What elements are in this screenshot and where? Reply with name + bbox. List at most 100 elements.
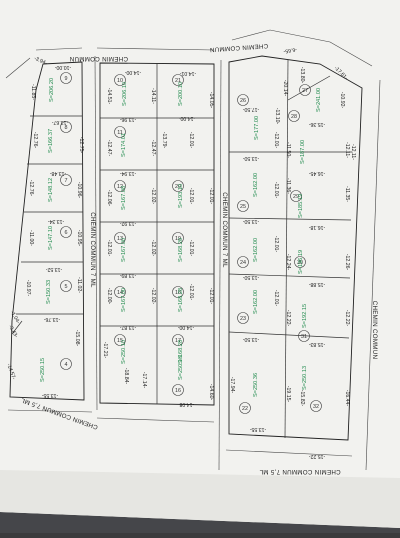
road-line	[218, 59, 222, 471]
dimension-label: -12.75-	[78, 137, 84, 154]
lot: 11S=174.01	[114, 126, 127, 157]
lot: 14S=167.00	[114, 286, 127, 312]
lot-number: 11	[117, 130, 123, 136]
dimension-label: -13.48-	[50, 170, 67, 176]
dimension-label: -11.02-	[76, 277, 82, 293]
block-middle	[96, 47, 222, 471]
lot: 8S=166.37	[48, 121, 72, 153]
dimension-label: -14.51-	[106, 88, 112, 105]
lot-number: 17	[175, 338, 181, 344]
dimension-label: -17.50-	[243, 106, 260, 112]
lot-area: S=200.10	[178, 82, 184, 106]
lot-number-circle	[60, 280, 72, 292]
dimension-label: -17.14-	[141, 372, 147, 389]
dimension-label: -19.15-	[285, 386, 291, 403]
lot-number: 10	[117, 78, 123, 84]
lot: 20S=193.10	[172, 180, 184, 208]
lot-area: S=250.13	[178, 356, 184, 380]
lot-number: 28	[291, 114, 297, 120]
road-label-bottom-right: CHEMIN COMMUN 7,5 ML	[259, 468, 341, 475]
dimension-label: -14.00-	[125, 69, 142, 75]
lot-area: S=167.00	[121, 288, 127, 312]
lot-line	[228, 273, 351, 279]
lot-number-circle	[172, 334, 184, 346]
dimension-label: -13.50-	[243, 218, 260, 224]
lot-number: 20	[175, 184, 181, 190]
lot-area: S=192.15	[302, 304, 308, 328]
lot-area: S=174.01	[121, 133, 127, 157]
lot-area: S=250.36	[253, 373, 259, 397]
lot-number: 7	[65, 178, 68, 184]
dimension-label: -13.94-	[120, 170, 137, 176]
lot-area: S=185.19	[298, 194, 304, 218]
lot-number-circle	[237, 200, 249, 212]
dimension-label: -12.01-	[273, 290, 279, 307]
dimension-label: -12.22-	[344, 310, 350, 327]
dimension-label: -12.01-	[208, 188, 214, 205]
dimension-label: -12.02-	[150, 288, 156, 305]
lot: 17S=168.28	[172, 334, 184, 364]
dimension-label: -12.47-	[150, 140, 156, 157]
road-line	[231, 29, 373, 67]
dimension-label: -10.92-	[339, 92, 345, 109]
dimension-label: -14.00-	[178, 324, 195, 330]
dimension-label: -17.21-	[102, 342, 108, 359]
lot-number: 26	[240, 98, 246, 104]
lot-number-circle	[60, 226, 72, 238]
lot: 9S=206.20	[49, 72, 72, 102]
lot-number-circle	[299, 84, 311, 96]
dimension-label: -12.24-	[285, 254, 291, 271]
lot-number-circle	[237, 312, 249, 324]
lot: 10S=206.10	[114, 74, 128, 106]
lot-number-circle	[60, 358, 72, 370]
road-line	[7, 409, 93, 413]
dimension-label: -15.36-	[309, 121, 326, 127]
dimension-label: -12.47-	[106, 140, 112, 157]
dimension-label: -15.22-	[309, 453, 326, 459]
lot-number-circle	[288, 110, 300, 122]
dimension-label: -12.01-	[188, 188, 194, 205]
dimension-label: -12.26-	[344, 254, 350, 271]
lot-number: 13	[117, 236, 123, 242]
dimension-label: -12.11-	[350, 144, 356, 160]
lot-number-circle	[114, 126, 126, 138]
lot: 5S=150.33	[46, 280, 72, 304]
dimension-label: -12.11-	[344, 142, 350, 158]
block-right-outline	[228, 55, 363, 441]
road-line	[96, 47, 215, 51]
lot-number: 18	[175, 290, 181, 296]
dimension-label: -12.02-	[150, 188, 156, 205]
lot: 27 S=241.00	[299, 84, 322, 112]
lot-area: S=166.37	[48, 129, 54, 153]
dimension-label: -16.45-	[309, 170, 326, 176]
dimension-label: -13.80-	[299, 67, 305, 84]
dimension-label: -13.50-	[243, 336, 260, 342]
lot-number-circle	[237, 94, 249, 106]
dimension-label: -18.84-	[123, 368, 129, 385]
road-label-top-right: CHEMIN COMMUN	[209, 42, 268, 53]
dimension-label: -12.01-	[188, 132, 194, 149]
lot-area: S=187.00	[300, 140, 306, 164]
dimension-label: -12.02-	[150, 240, 156, 257]
lot-area: S=241.00	[316, 88, 322, 112]
dimension-label: -20.14-	[282, 80, 288, 97]
lot-number-circle	[172, 74, 184, 86]
lot-number: 29	[293, 194, 299, 200]
lot: 13S=167.00	[114, 232, 127, 262]
dimension-label: -15.88-	[309, 281, 326, 287]
dimension-label: -12.76-	[32, 132, 38, 149]
dimension-label: -16.44-	[344, 390, 350, 407]
lot-number: 27	[302, 88, 308, 94]
dimension-label: -13.89-	[120, 272, 137, 278]
lot: 18S=168.28	[172, 286, 184, 312]
lot-line	[228, 217, 352, 221]
lot-number-circle	[172, 180, 184, 192]
lot: 16S=250.13	[172, 356, 184, 396]
lot: 26S=177.00	[237, 94, 260, 140]
lot-number-circle	[294, 256, 306, 268]
lot-area: S=250.13	[302, 366, 308, 390]
dimension-label: -14.01-	[180, 70, 197, 76]
lot-number-circle	[310, 400, 322, 412]
